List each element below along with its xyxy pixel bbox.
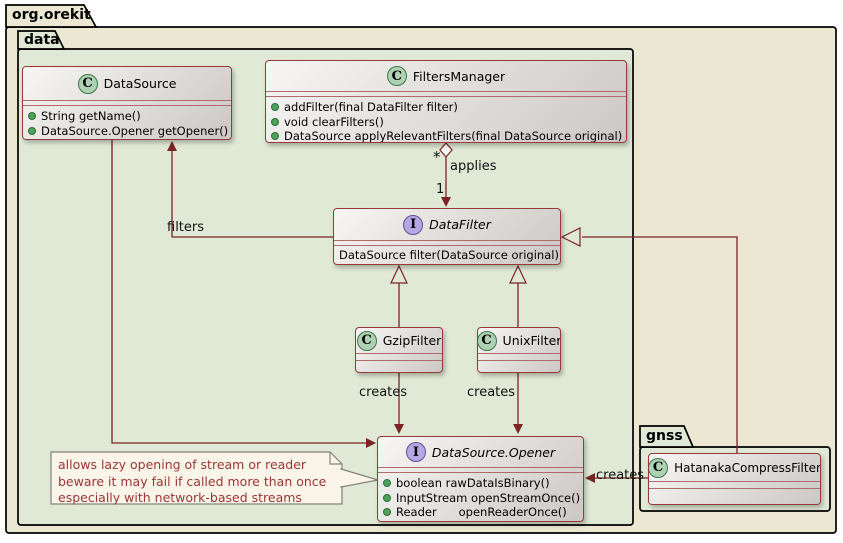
interface-name: DataSource.Opener — [431, 444, 556, 460]
class-gzipfilter: C GzipFilter — [355, 327, 443, 373]
method-text: void clearFilters() — [284, 114, 384, 129]
interface-datafilter-title: I DataFilter — [334, 209, 560, 240]
arrowhead-gzip-creates — [394, 424, 404, 434]
method-row: DataSource applyRelevantFilters(final Da… — [271, 129, 623, 143]
fields-compartment — [649, 481, 820, 489]
class-hatanakacompressfilter: C HatanakaCompressFilter — [648, 453, 821, 505]
class-unixfilter-title: C UnixFilter — [478, 328, 560, 353]
class-gzipfilter-title: C GzipFilter — [356, 328, 442, 353]
method-row: boolean rawDataIsBinary() — [383, 476, 578, 491]
edge-hatanaka-realizes — [582, 236, 738, 453]
public-method-icon — [28, 112, 36, 121]
method-row: DataSource.Opener getOpener() — [28, 123, 229, 139]
arrowhead-hatanaka-creates — [585, 473, 595, 483]
public-method-icon — [383, 508, 391, 517]
package-gnss-label: gnss — [646, 428, 683, 444]
class-name: HatanakaCompressFilter — [674, 460, 821, 475]
note-line: especially with network-based streams — [58, 490, 302, 505]
edge-label-creates-gzip: creates — [359, 385, 408, 400]
interface-datasource-opener: I DataSource.Opener boolean rawDataIsBin… — [377, 436, 584, 522]
interface-name: DataFilter — [429, 217, 491, 232]
arrowhead-unix-creates — [513, 424, 523, 434]
class-filtersmanager-title: C FiltersManager — [266, 61, 626, 91]
fields-compartment — [356, 353, 442, 361]
arrowhead-datasource-opener — [366, 438, 376, 448]
class-icon: C — [478, 330, 497, 351]
interface-icon: I — [403, 214, 424, 235]
class-name: DataSource — [103, 76, 177, 91]
method-text: InputStream openStreamOnce() — [396, 490, 581, 505]
method-row: addFilter(final DataFilter filter) — [271, 100, 621, 115]
edge-datasource-opener — [111, 140, 368, 444]
method-text: DataSource filter(DataSource original) — [339, 248, 559, 262]
note-pointer-seam — [340, 470, 342, 486]
note-line: allows lazy opening of stream or reader — [58, 457, 307, 472]
public-method-icon — [271, 117, 279, 126]
class-name: GzipFilter — [382, 333, 442, 348]
method-row: DataSource filter(DataSource original) — [339, 248, 559, 263]
package-gnss-tab — [639, 425, 695, 448]
method-text: boolean rawDataIsBinary() — [396, 476, 550, 490]
note-fold-corner — [329, 452, 342, 465]
class-name: UnixFilter — [502, 333, 561, 348]
fields-compartment — [478, 353, 560, 361]
edge-label-creates-hatanaka: creates — [596, 468, 645, 483]
edge-label-creates-unix: creates — [467, 385, 516, 400]
method-text: Reader openReaderOnce() — [396, 505, 567, 519]
class-datasource-title: C DataSource — [23, 67, 231, 100]
methods-compartment: addFilter(final DataFilter filter) void … — [266, 97, 626, 143]
class-unixfilter: C UnixFilter — [477, 327, 561, 373]
package-data-tab — [17, 30, 66, 50]
public-method-icon — [383, 479, 391, 488]
class-filtersmanager: C FiltersManager addFilter(final DataFil… — [265, 60, 627, 143]
triangle-unix-realizes — [509, 264, 527, 284]
methods-compartment: boolean rawDataIsBinary() InputStream op… — [378, 473, 583, 521]
class-icon: C — [386, 66, 407, 86]
fields-compartment — [334, 240, 560, 246]
edge-filters — [171, 149, 333, 238]
interface-datafilter: I DataFilter DataSource filter(DataSourc… — [333, 208, 561, 265]
edge-label-applies: applies — [450, 159, 497, 174]
method-row: InputStream openStreamOnce() — [383, 490, 581, 506]
interface-icon: I — [405, 442, 426, 462]
public-method-icon — [271, 132, 279, 141]
class-icon: C — [356, 330, 377, 351]
class-icon: C — [649, 457, 669, 478]
method-row: String getName() — [28, 109, 226, 124]
class-datasource: C DataSource String getName() DataSource… — [22, 66, 232, 140]
arrowhead-filters — [167, 141, 177, 151]
fields-compartment — [378, 467, 583, 473]
method-text: addFilter(final DataFilter filter) — [284, 100, 458, 114]
triangle-hatanaka-realizes — [560, 227, 581, 247]
method-row: Reader openReaderOnce() — [383, 505, 578, 520]
fields-compartment — [23, 100, 231, 106]
note-line: beware it may fail if called more than o… — [58, 474, 327, 489]
triangle-gzip-realizes — [390, 264, 408, 284]
edge-label-multiplicity-one: 1 — [436, 182, 445, 197]
public-method-icon — [271, 103, 279, 112]
method-row: void clearFilters() — [271, 115, 621, 130]
method-text: DataSource applyRelevantFilters(final Da… — [284, 129, 623, 143]
edge-label-filters: filters — [167, 220, 205, 235]
class-hatanakacompressfilter-title: C HatanakaCompressFilter — [649, 454, 820, 481]
arrowhead-applies — [441, 197, 451, 207]
class-icon: C — [77, 73, 98, 94]
package-orekit-tab — [5, 4, 98, 28]
public-method-icon — [28, 126, 36, 135]
method-text: DataSource.Opener getOpener() — [41, 123, 229, 138]
methods-compartment: DataSource filter(DataSource original) — [334, 246, 560, 264]
package-orekit-label: org.orekit — [12, 7, 91, 23]
fields-compartment — [266, 91, 626, 97]
aggregation-diamond — [439, 142, 453, 158]
edge-label-multiplicity-star: * — [433, 148, 441, 166]
interface-datasource-opener-title: I DataSource.Opener — [378, 437, 583, 467]
methods-compartment: String getName() DataSource.Opener getOp… — [23, 106, 231, 139]
package-data-label: data — [24, 32, 60, 48]
public-method-icon — [383, 493, 391, 502]
class-name: FiltersManager — [412, 68, 506, 84]
method-text: String getName() — [41, 109, 141, 123]
